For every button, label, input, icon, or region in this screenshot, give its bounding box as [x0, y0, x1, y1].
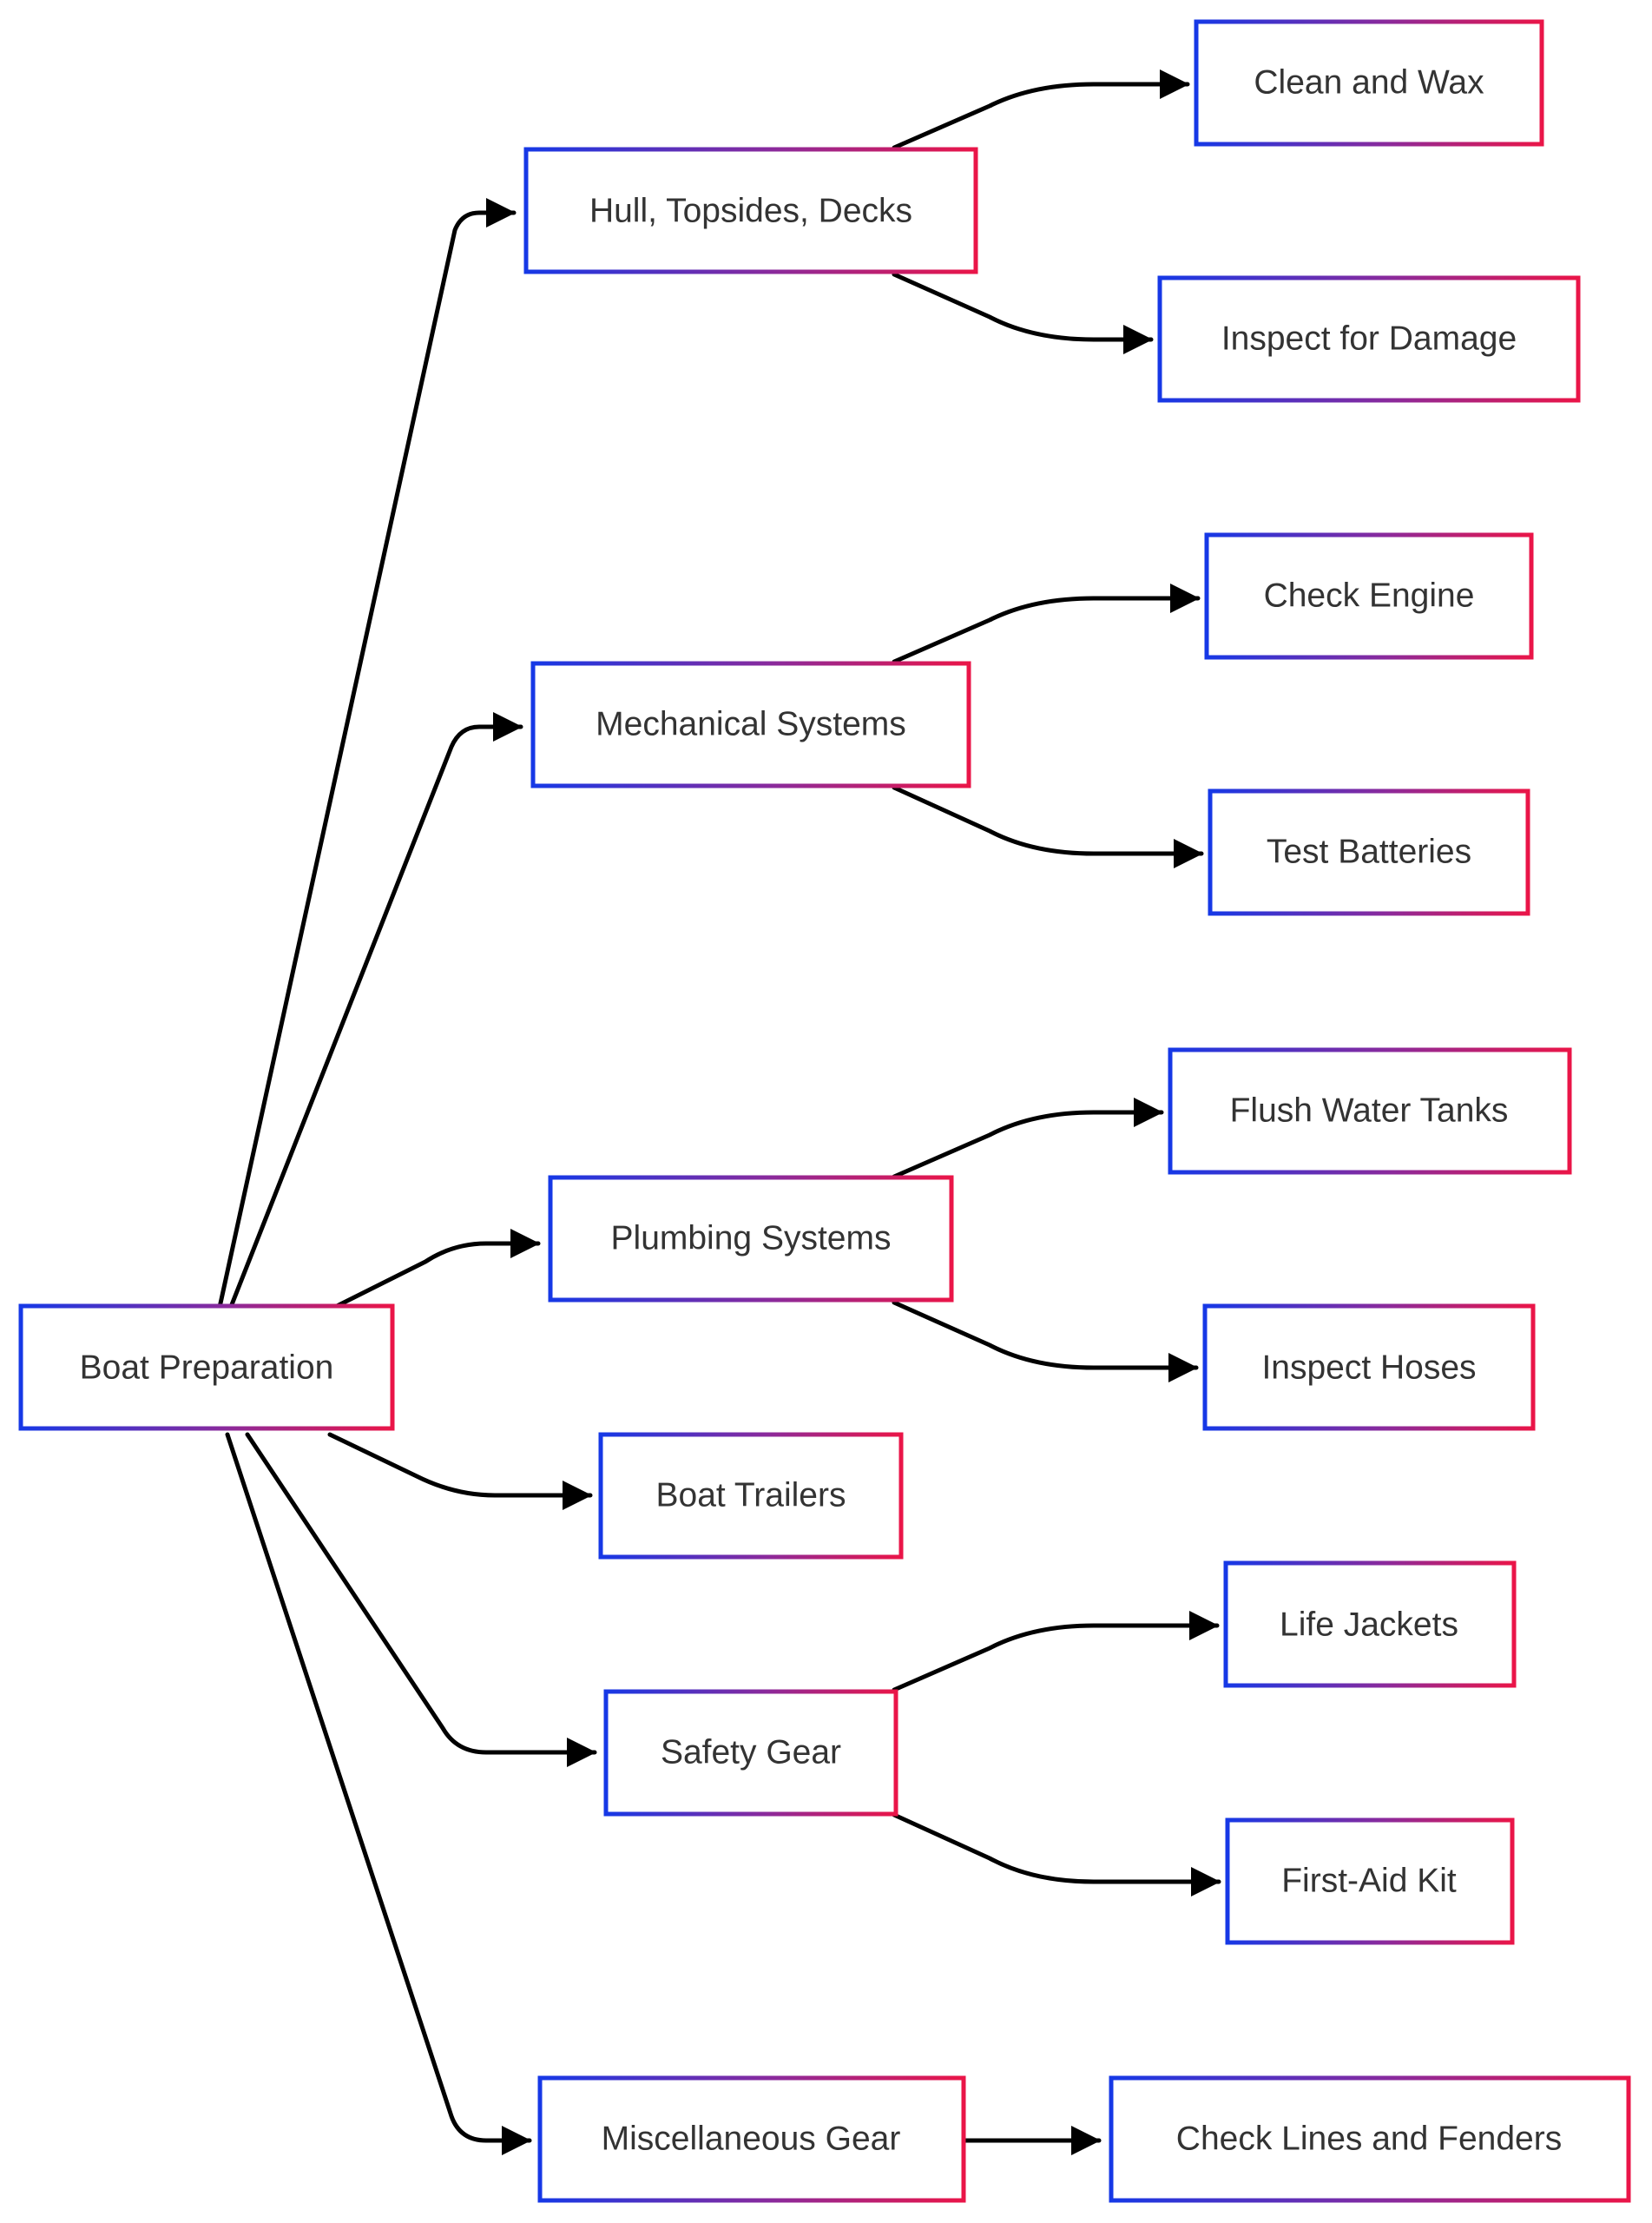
node-label: Hull, Topsides, Decks: [589, 193, 912, 230]
node-label: Boat Preparation: [80, 1349, 334, 1387]
node-check-engine[interactable]: Check Engine: [1204, 532, 1534, 660]
node-safety-gear[interactable]: Safety Gear: [603, 1689, 898, 1817]
edge-hull-to-clean-wax: [892, 69, 1190, 150]
node-label: Flush Water Tanks: [1230, 1092, 1509, 1130]
edge-root-to-plumbing: [327, 1229, 541, 1312]
node-label: Check Lines and Fenders: [1176, 2121, 1562, 2158]
edge-safety-to-life-jackets: [892, 1611, 1220, 1692]
node-inspect-for-damage[interactable]: Inspect for Damage: [1157, 275, 1581, 403]
node-inspect-hoses[interactable]: Inspect Hoses: [1202, 1303, 1536, 1431]
node-label: Plumbing Systems: [611, 1220, 892, 1257]
edge-mechanical-to-check-engine: [892, 584, 1201, 664]
node-plumbing-systems[interactable]: Plumbing Systems: [548, 1175, 954, 1303]
edge-root-to-misc: [225, 1432, 532, 2155]
edge-root-to-mechanical: [227, 712, 523, 1314]
edges-layer: [216, 69, 1221, 2155]
node-label: Miscellaneous Gear: [602, 2121, 901, 2158]
edge-mechanical-to-test-batteries: [892, 785, 1204, 868]
node-hull-topsides-decks[interactable]: Hull, Topsides, Decks: [523, 147, 978, 274]
node-label: Inspect Hoses: [1261, 1349, 1476, 1387]
node-boat-trailers[interactable]: Boat Trailers: [598, 1432, 904, 1560]
node-label: Test Batteries: [1267, 834, 1471, 871]
edge-root-to-safety: [245, 1432, 597, 1767]
node-clean-and-wax[interactable]: Clean and Wax: [1194, 19, 1544, 147]
node-test-batteries[interactable]: Test Batteries: [1208, 788, 1530, 916]
edge-plumbing-to-flush-tanks: [892, 1098, 1164, 1179]
node-label: Mechanical Systems: [596, 706, 906, 743]
node-label: Life Jackets: [1280, 1606, 1458, 1644]
node-boat-preparation[interactable]: Boat Preparation: [18, 1303, 395, 1431]
edge-root-to-hull: [216, 198, 517, 1314]
node-label: Clean and Wax: [1254, 64, 1484, 102]
node-label: Safety Gear: [661, 1734, 841, 1771]
node-label: Check Engine: [1264, 577, 1475, 615]
node-flush-water-tanks[interactable]: Flush Water Tanks: [1168, 1047, 1572, 1175]
node-first-aid-kit[interactable]: First-Aid Kit: [1225, 1817, 1515, 1945]
edge-hull-to-inspect-damage: [892, 272, 1154, 354]
node-mechanical-systems[interactable]: Mechanical Systems: [530, 661, 971, 788]
edge-plumbing-to-inspect-hoses: [892, 1300, 1199, 1382]
node-label: First-Aid Kit: [1281, 1863, 1457, 1900]
nodes-layer: Boat Preparation Hull, Topsides, Decks C…: [18, 19, 1631, 2203]
node-miscellaneous-gear[interactable]: Miscellaneous Gear: [537, 2075, 966, 2203]
node-check-lines-and-fenders[interactable]: Check Lines and Fenders: [1109, 2075, 1631, 2203]
node-label: Boat Trailers: [656, 1477, 846, 1514]
node-life-jackets[interactable]: Life Jackets: [1223, 1560, 1517, 1688]
edge-root-to-trailers: [327, 1432, 593, 1510]
node-label: Inspect for Damage: [1221, 320, 1517, 358]
edge-safety-to-first-aid: [892, 1812, 1221, 1896]
